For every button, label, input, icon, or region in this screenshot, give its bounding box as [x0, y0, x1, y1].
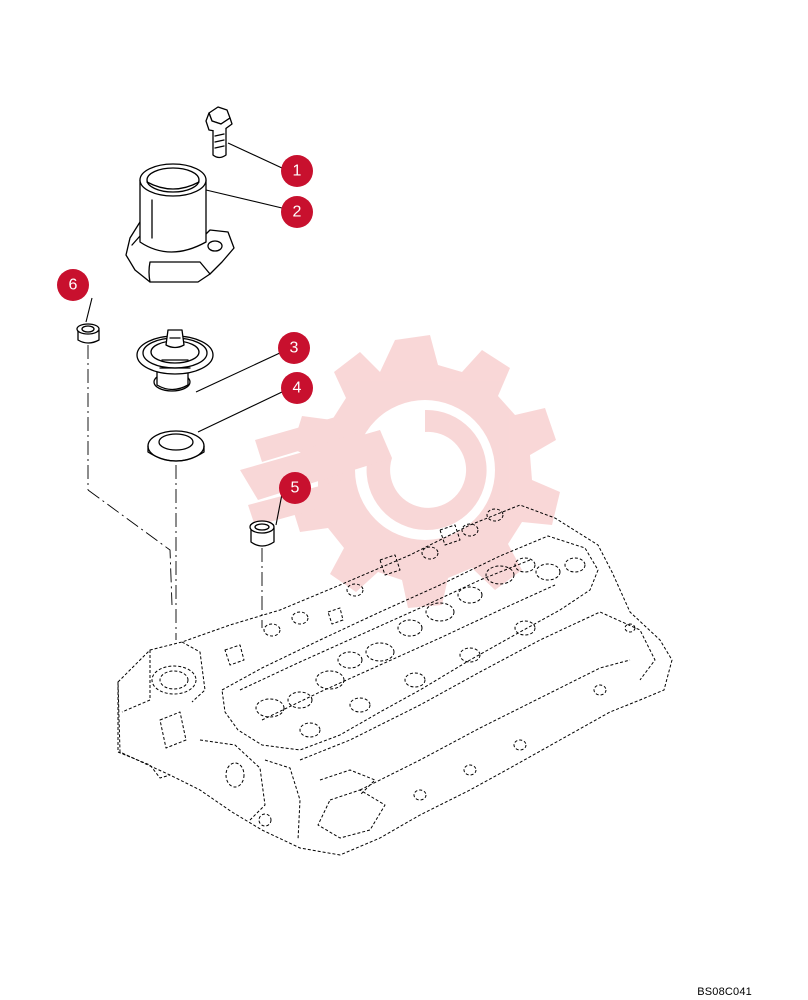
- seal-ring: [147, 430, 205, 462]
- callout-2-label: 2: [293, 204, 302, 221]
- watermark-logo: [240, 335, 560, 608]
- callout-5-label: 5: [291, 480, 300, 497]
- assembly-center-lines: [87, 345, 263, 640]
- callout-3: 3: [278, 332, 310, 364]
- callout-6: 6: [57, 269, 89, 301]
- callout-1: 1: [281, 155, 313, 187]
- cylinder-head: [117, 504, 673, 856]
- thermostat-housing: [125, 163, 235, 283]
- drawing-code: BS08C041: [697, 986, 752, 998]
- callout-5: 5: [279, 472, 311, 504]
- plug: [76, 323, 100, 344]
- callout-4-label: 4: [293, 380, 302, 397]
- callout-3-label: 3: [290, 340, 299, 357]
- sleeve: [249, 520, 275, 547]
- callout-6-label: 6: [69, 277, 78, 294]
- bolt: [205, 106, 233, 159]
- callout-4: 4: [281, 372, 313, 404]
- leader-lines: [85, 142, 283, 526]
- callout-2: 2: [281, 196, 313, 228]
- callout-1-label: 1: [293, 163, 302, 180]
- thermostat: [136, 329, 214, 392]
